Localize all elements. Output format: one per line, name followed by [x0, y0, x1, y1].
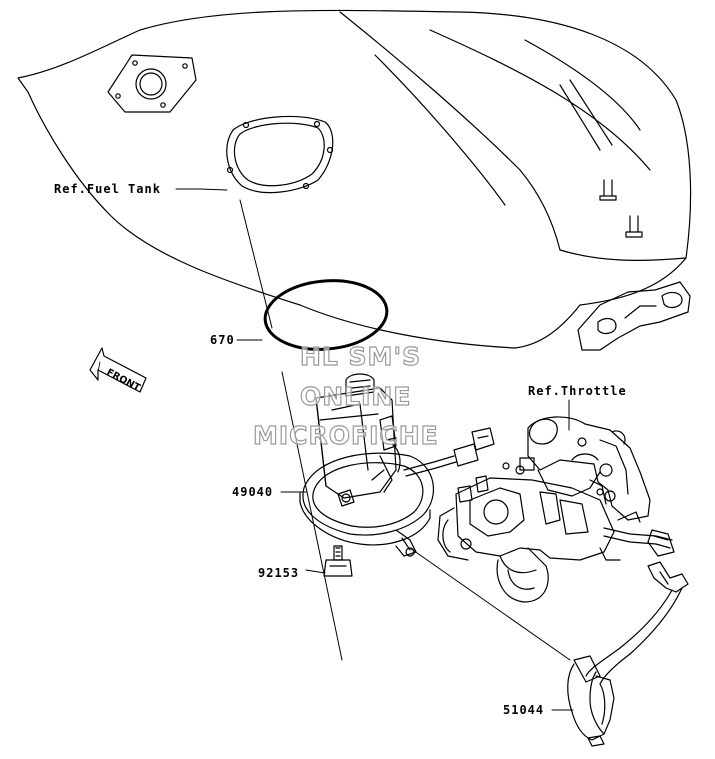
o-ring-670 [263, 279, 389, 351]
fuel-tank [17, 9, 692, 351]
throttle-body [437, 416, 675, 603]
bolt-92153 [323, 545, 353, 577]
watermark-line-3: MICROFICHE [252, 421, 439, 450]
callout-part-49040: 49040 [232, 485, 274, 499]
callout-throttle: Ref.Throttle [528, 384, 627, 398]
front-arrow: FRONT [89, 347, 147, 394]
fuel-pump-assembly-49040 [299, 373, 495, 557]
front-arrow-label: FRONT [105, 367, 143, 394]
callout-part-670: 670 [210, 333, 235, 347]
watermark-line-2: ONLINE [299, 382, 412, 411]
watermark-line-1: HL SM'S [299, 342, 422, 371]
callout-part-51044: 51044 [503, 703, 545, 717]
callout-part-92153: 92153 [258, 566, 300, 580]
fuel-hose-51044 [567, 561, 689, 747]
callout-fuel-tank: Ref.Fuel Tank [54, 182, 161, 196]
